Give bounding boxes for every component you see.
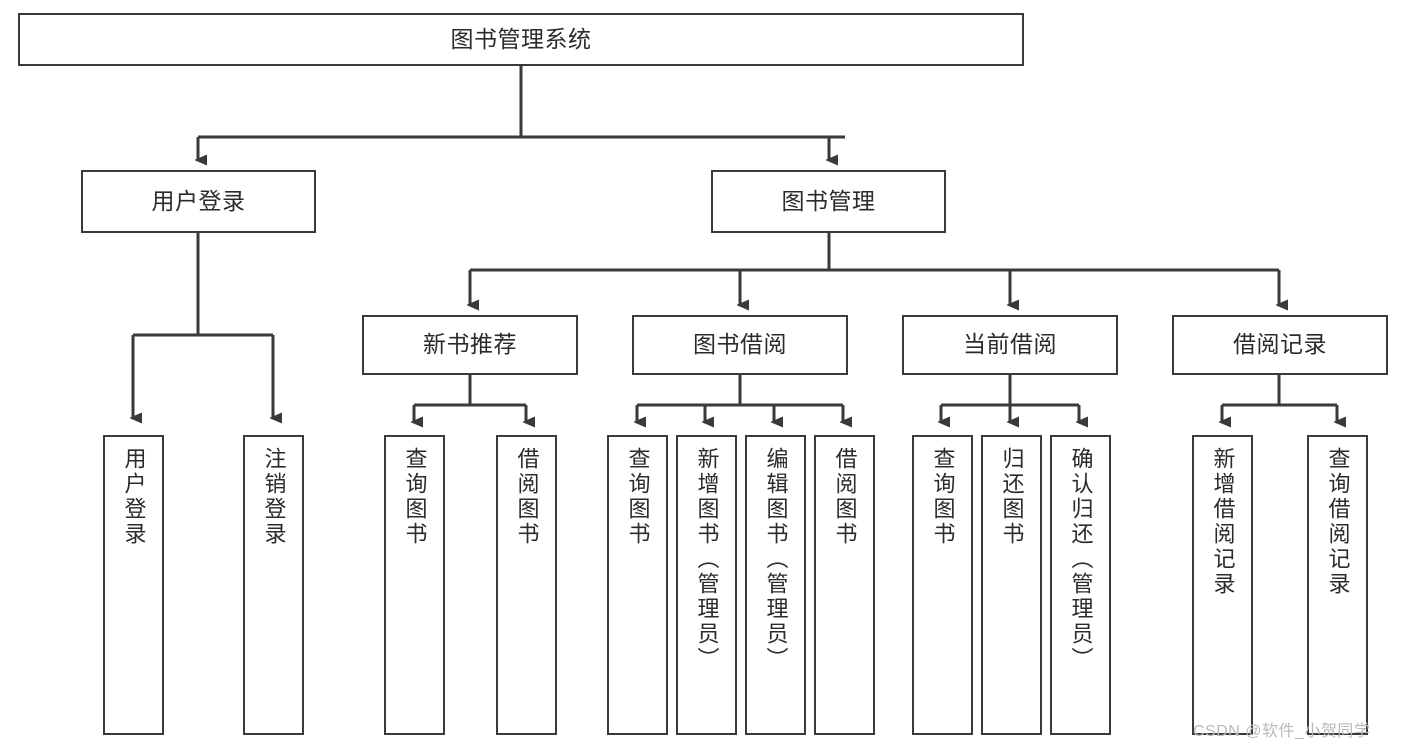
leaf-user-login[interactable]: 用户登录 [103,435,164,735]
leaf-add-book-label: 新增图书（管理员） [694,447,720,672]
node-root[interactable]: 图书管理系统 [18,13,1024,66]
node-current-borrow[interactable]: 当前借阅 [902,315,1118,375]
leaf-borrow-book-1[interactable]: 借阅图书 [496,435,557,735]
node-user-login[interactable]: 用户登录 [81,170,316,233]
leaf-logout-login-label: 注销登录 [261,447,287,547]
leaf-return-book-label: 归还图书 [999,447,1025,547]
leaf-edit-book[interactable]: 编辑图书（管理员） [745,435,806,735]
leaf-query-book-3[interactable]: 查询图书 [912,435,973,735]
node-borrow-record[interactable]: 借阅记录 [1172,315,1388,375]
node-root-label: 图书管理系统 [450,25,592,52]
leaf-borrow-book-2-label: 借阅图书 [832,447,858,547]
node-current-borrow-label: 当前借阅 [963,331,1057,358]
leaf-query-record[interactable]: 查询借阅记录 [1307,435,1368,735]
leaf-query-book-2[interactable]: 查询图书 [607,435,668,735]
node-book-management-label: 图书管理 [781,187,876,214]
leaf-borrow-book-2[interactable]: 借阅图书 [814,435,875,735]
leaf-confirm-return-label: 确认归还（管理员） [1068,447,1094,672]
leaf-query-book-1[interactable]: 查询图书 [384,435,445,735]
node-user-login-label: 用户登录 [151,187,246,214]
leaf-query-book-2-label: 查询图书 [625,447,651,547]
leaf-logout-login[interactable]: 注销登录 [243,435,304,735]
leaf-add-record[interactable]: 新增借阅记录 [1192,435,1253,735]
leaf-user-login-label: 用户登录 [121,447,147,547]
leaf-borrow-book-1-label: 借阅图书 [514,447,540,547]
leaf-query-book-3-label: 查询图书 [930,447,956,547]
leaf-confirm-return[interactable]: 确认归还（管理员） [1050,435,1111,735]
leaf-add-record-label: 新增借阅记录 [1210,447,1236,597]
leaf-add-book[interactable]: 新增图书（管理员） [676,435,737,735]
leaf-query-book-1-label: 查询图书 [402,447,428,547]
node-book-borrow[interactable]: 图书借阅 [632,315,848,375]
leaf-query-record-label: 查询借阅记录 [1325,447,1351,597]
node-book-management[interactable]: 图书管理 [711,170,946,233]
csdn-watermark: CSDN @软件_小贺同学 [1193,723,1371,740]
leaf-edit-book-label: 编辑图书（管理员） [763,447,789,672]
leaf-return-book[interactable]: 归还图书 [981,435,1042,735]
node-new-book-recommend-label: 新书推荐 [423,331,517,358]
node-new-book-recommend[interactable]: 新书推荐 [362,315,578,375]
node-book-borrow-label: 图书借阅 [693,331,787,358]
node-borrow-record-label: 借阅记录 [1233,331,1327,358]
